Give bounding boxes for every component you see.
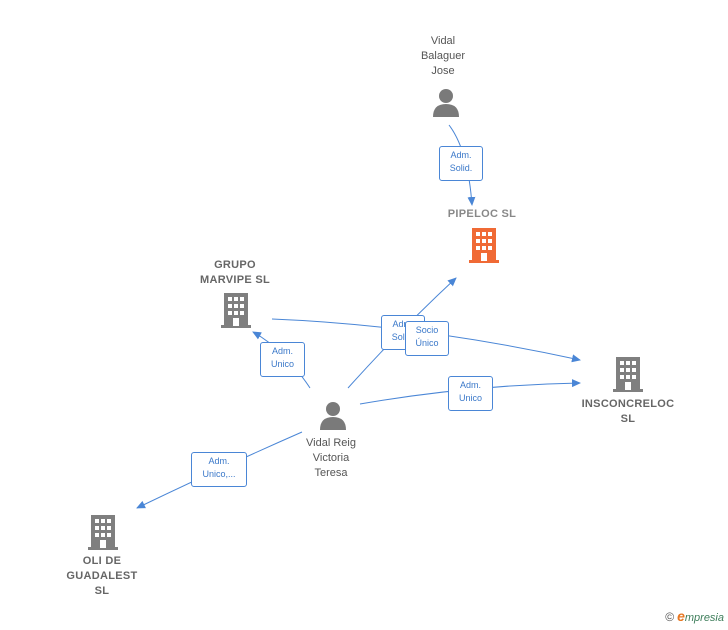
person-icon[interactable]	[433, 89, 459, 117]
copyright-symbol: ©	[665, 610, 675, 624]
empresia-logo-text: mpresia	[684, 612, 724, 624]
empresia-logo-initial: e	[677, 608, 685, 624]
edge-label-reig-oli[interactable]: Adm. Unico,...	[191, 452, 247, 487]
building-icon[interactable]	[221, 293, 251, 328]
building-icon[interactable]	[613, 357, 643, 392]
person-icon[interactable]	[320, 402, 346, 430]
node-label-vidal-reig[interactable]: Vidal Reig Victoria Teresa	[306, 437, 356, 479]
edge-label-marvipe-insconcreloc[interactable]: Socio Único	[405, 321, 449, 356]
node-label-grupo-marvipe[interactable]: GRUPO MARVIPE SL	[199, 259, 271, 286]
building-icon[interactable]	[88, 515, 118, 550]
node-label-pipeloc[interactable]: PIPELOC SL	[447, 208, 517, 220]
edge-label-reig-insconcreloc[interactable]: Adm. Unico	[448, 376, 493, 411]
edge-label-balaguer-pipeloc[interactable]: Adm. Solid.	[439, 146, 483, 181]
node-label-vidal-balaguer[interactable]: Vidal Balaguer Jose	[420, 35, 466, 77]
node-label-oli-guadalest[interactable]: OLI DE GUADALEST SL	[66, 555, 138, 597]
empresia-watermark: ©empresia	[665, 608, 724, 624]
building-icon[interactable]	[469, 228, 499, 263]
node-label-insconcreloc[interactable]: INSCONCRELOC SL	[581, 398, 675, 425]
edge-label-reig-marvipe[interactable]: Adm. Unico	[260, 342, 305, 377]
